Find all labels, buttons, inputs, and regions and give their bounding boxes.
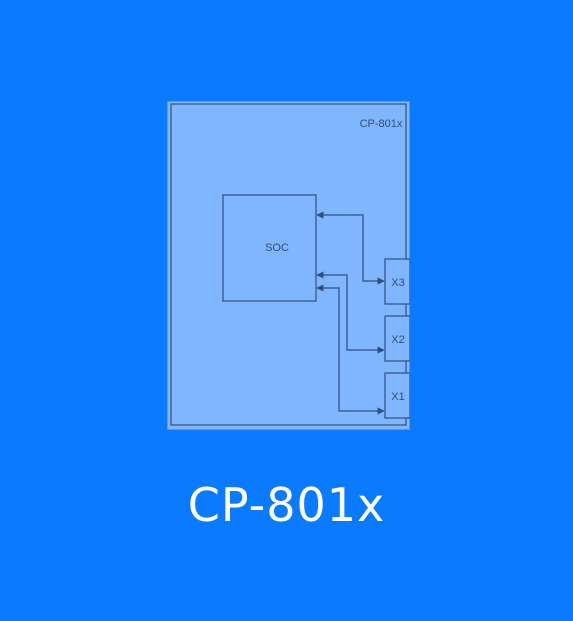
connector-x2	[384, 315, 410, 362]
file-name-caption[interactable]: CP-801x	[187, 478, 386, 532]
connector-x1-label: X1	[391, 391, 404, 403]
connector-x3	[384, 258, 410, 305]
connector-x3-label: X3	[391, 277, 404, 289]
connector-x2-label: X2	[391, 334, 404, 346]
board-label: CP-801x	[360, 118, 403, 130]
soc-block	[222, 194, 317, 302]
board-frame	[167, 101, 410, 430]
link-soc-x1	[316, 284, 385, 415]
block-diagram: CP-801x SOC X3 X2 X1	[167, 101, 410, 430]
connector-x1	[384, 372, 410, 419]
soc-label: SOC	[265, 242, 289, 254]
diagram-thumbnail[interactable]: CP-801x SOC X3 X2 X1	[167, 101, 410, 430]
